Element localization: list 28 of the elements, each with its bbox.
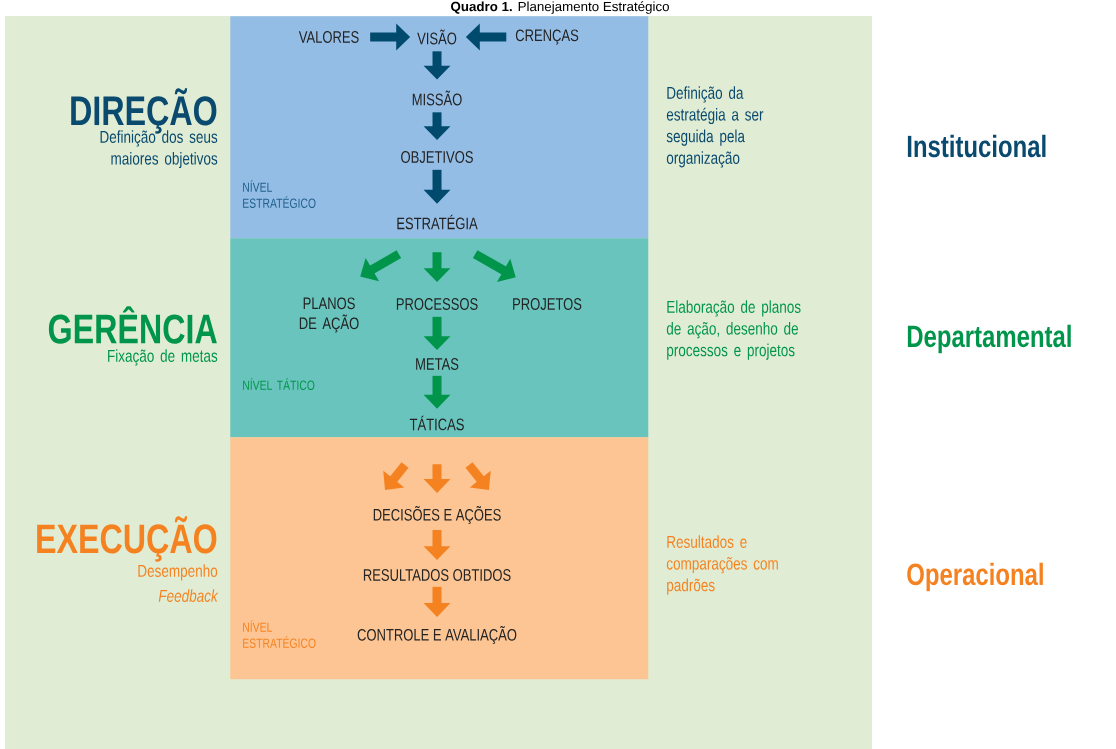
description: Elaboração de planos de ação, desenho de processos e projetos bbox=[666, 300, 801, 360]
step-label: ESTRATÉGIA bbox=[397, 214, 478, 230]
step-label: CRENÇAS bbox=[515, 29, 579, 45]
heading: EXECUÇÃO bbox=[37, 516, 217, 562]
heading: GERÊNCIA bbox=[48, 306, 217, 344]
step-label: OBJETIVOS bbox=[401, 151, 473, 163]
step-label: TÁTICAS bbox=[409, 415, 464, 431]
step-label: PLANOS DE AÇÃO bbox=[299, 297, 359, 333]
step-label: PROJETOS bbox=[513, 298, 582, 310]
step-label: DECISÕES E AÇÕES bbox=[373, 505, 501, 525]
step-label: PROCESSOS bbox=[396, 298, 478, 310]
description: Desempenho bbox=[138, 564, 218, 581]
step-label: MISSÃO bbox=[412, 90, 462, 106]
heading: Departamental bbox=[907, 324, 1071, 354]
block-arrow bbox=[360, 250, 402, 282]
heading: Institucional bbox=[907, 134, 1046, 158]
description: Definição da estratégia a ser seguida pela organização bbox=[666, 86, 764, 168]
description: Fixação de metas bbox=[108, 349, 218, 366]
heading: Operacional bbox=[907, 562, 1043, 592]
title: Quadro 1. Planejamento Estratégico bbox=[451, 1, 669, 14]
step-label: RESULTADOS OBTIDOS bbox=[363, 569, 511, 581]
description: Resultados e comparações com padrões bbox=[666, 535, 778, 595]
step-label: CONTROLE E AVALIAÇÃO bbox=[357, 625, 517, 645]
block-arrow bbox=[472, 250, 516, 282]
description: Feedback bbox=[158, 589, 219, 602]
step-label: VALORES bbox=[298, 31, 359, 43]
step-label: VISÃO bbox=[417, 29, 457, 45]
step-label: METAS bbox=[416, 358, 459, 370]
